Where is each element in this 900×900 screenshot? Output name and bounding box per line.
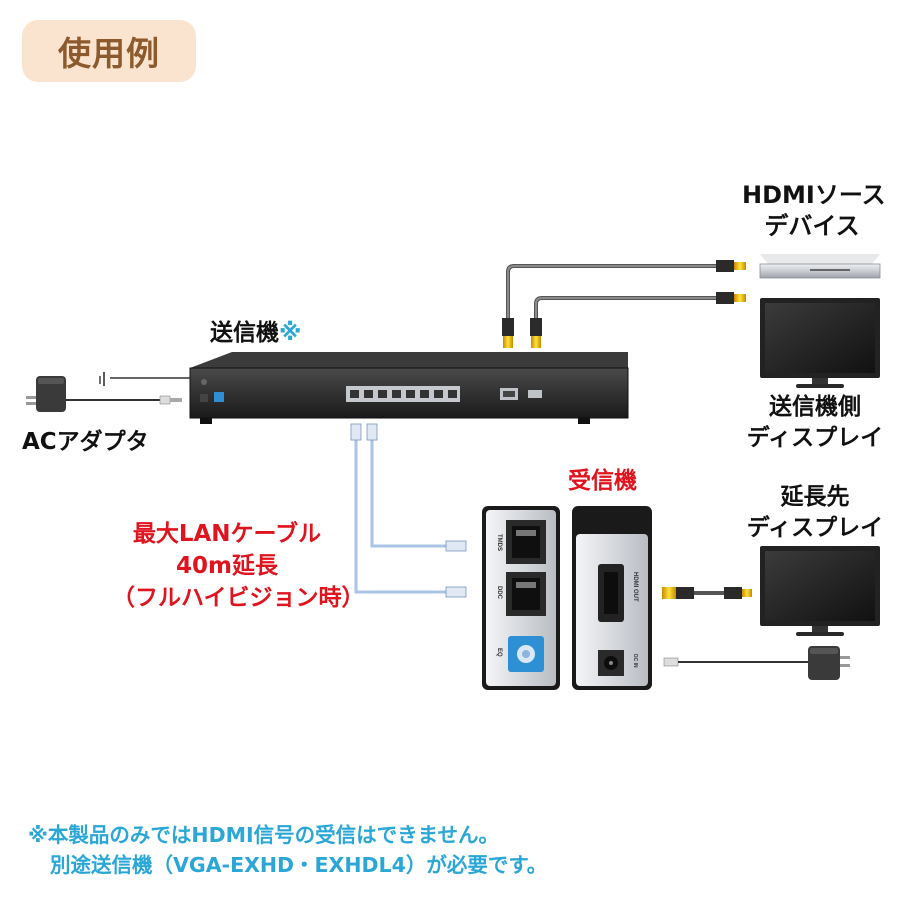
label-extended-display: 延長先 ディスプレイ [738,482,892,544]
port-label-eq: EQ [496,648,502,657]
port-label-tmds: TMDS [496,534,502,551]
label-transmitter: 送信機※ [210,318,301,348]
label-hdmi-source-line1: HDMIソース [742,181,886,209]
hdmi-plug-tx-2 [530,318,542,348]
label-cable-line3: （フルハイビジョン時） [112,585,365,611]
ac-adapter-rx [663,646,850,680]
label-cable-line2: 40m延長 [176,553,278,579]
lan-plug-tx-2 [366,423,378,441]
label-tx-display-line1: 送信機側 [769,394,861,420]
hdmi-plug-source [716,260,746,272]
footnote-line2: 別途送信機（VGA-EXHD・EXHDL4）が必要です。 [50,853,548,877]
section-title: 使用例 [58,34,160,73]
tx-side-display [760,298,880,388]
lan-cable-ddc [354,440,448,594]
label-lan-cable: 最大LANケーブル 40m延長 （フルハイビジョン時） [112,518,365,614]
lan-plug-rx-tmds [445,540,467,552]
label-tx-display-line2: ディスプレイ [746,425,884,451]
label-ext-display-line1: 延長先 [780,484,850,510]
label-ac-adapter: ACアダプタ [22,429,149,455]
label-transmitter-mark: ※ [279,320,302,346]
receiver-output-unit [572,506,652,690]
transmitter-box [189,352,629,424]
ground-wire [99,372,190,386]
lan-cable-tmds [370,440,448,548]
port-label-dc-in: DC IN [632,654,638,668]
port-label-hdmi-out: HDMI OUT [632,572,638,602]
hdmi-cable-to-source [506,264,720,318]
hdmi-cable-ext [662,587,752,599]
lan-plug-tx-1 [350,423,362,441]
receiver-input-unit [482,506,560,690]
label-ext-display-line2: ディスプレイ [746,515,884,541]
footnote-line1: ※本製品のみではHDMI信号の受信はできません。 [28,823,500,847]
label-cable-line1: 最大LANケーブル [132,521,322,547]
extended-display [760,546,880,636]
hdmi-source-device [759,254,881,279]
ac-adapter-tx [26,376,182,412]
label-receiver: 受信機 [568,468,637,494]
section-title-badge: 使用例 [22,20,196,82]
hdmi-plug-tx-1 [502,318,514,348]
hdmi-cable-to-tx-display [534,296,720,318]
hdmi-plug-tx-display [716,292,746,304]
label-tx-display: 送信機側 ディスプレイ [738,392,892,454]
label-hdmi-source-line2: デバイス [764,212,860,240]
label-transmitter-text: 送信機 [210,320,279,346]
label-hdmi-source: HDMIソース デバイス [742,180,886,242]
port-label-ddc: DDC [496,586,502,600]
lan-plug-rx-ddc [445,586,467,598]
